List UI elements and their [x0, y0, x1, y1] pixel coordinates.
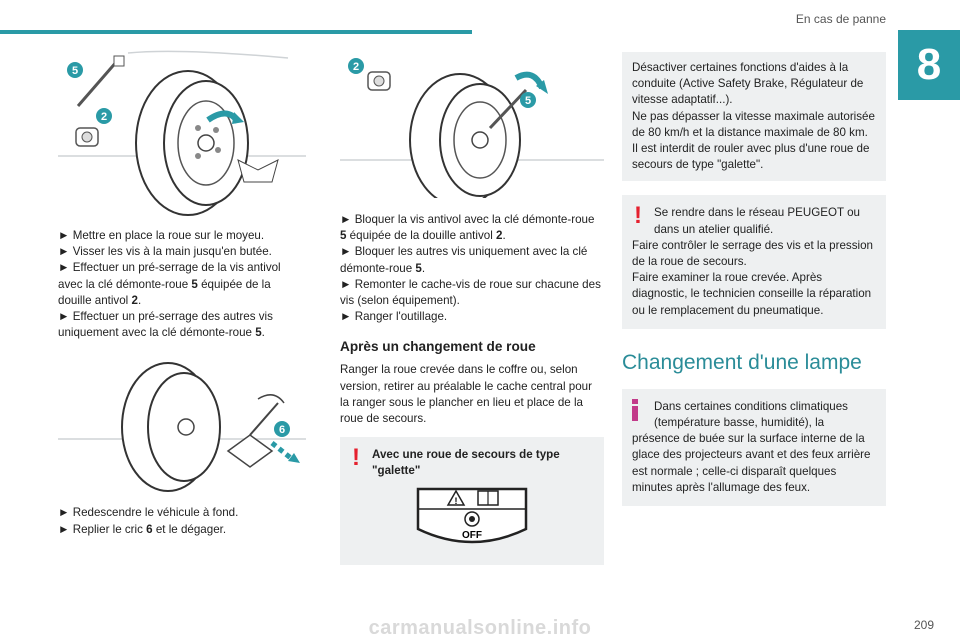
info-box-condensation: Dans certaines conditions climatiques (t…	[622, 388, 886, 507]
svg-text:5: 5	[525, 95, 531, 107]
svg-text:2: 2	[101, 111, 107, 123]
caution-triangle-icon	[446, 489, 466, 506]
step-tighten-1: ► Bloquer la vis antivol avec la clé dém…	[340, 213, 595, 243]
step-tighten-4: ► Ranger l'outillage.	[340, 310, 448, 324]
column-1: 5 2 ► Mettre en place la roue sur le moy…	[58, 48, 306, 538]
column-2: 2 5 ► Bloquer la vis antivol avec la clé…	[340, 48, 604, 566]
badge-5: 5	[67, 62, 83, 78]
chapter-tab: 8	[898, 30, 960, 100]
badge-6: 6	[274, 421, 290, 438]
step-lower-1: ► Redescendre le véhicule à fond.	[58, 506, 239, 520]
badge-2: 2	[96, 108, 112, 124]
watermark: carmanualsonline.info	[368, 617, 592, 639]
svg-text:OFF: OFF	[462, 530, 482, 541]
illustration-jack-lowering: 6	[58, 362, 306, 493]
svg-text:5: 5	[72, 65, 78, 77]
warning-icon: !	[352, 444, 360, 472]
header-rule	[0, 30, 472, 34]
spacesaver-sticker: ! OFF	[416, 487, 528, 544]
svg-text:6: 6	[279, 424, 285, 436]
illustration-wheel-tightening: 2 5	[340, 58, 604, 198]
info-icon	[632, 398, 638, 421]
step-mount-1: ► Mettre en place la roue sur le moyeu.	[58, 229, 265, 242]
step-mount-2: ► Visser les vis à la main jusqu'en buté…	[58, 245, 272, 259]
step-tighten-3: ► Remonter le cache-vis de roue sur chac…	[340, 277, 601, 308]
illustration-wheel-mounting: 5 2	[58, 48, 306, 218]
section-heading-lamp: Changement d'une lampe	[622, 350, 862, 374]
warning-box-spacesaver: ! Avec une roue de secours de type "gale…	[340, 437, 604, 566]
svg-text:2: 2	[353, 61, 359, 73]
page-number: 209	[913, 618, 934, 632]
condensation-lead: Dans certaines conditions climatiques (t…	[654, 399, 848, 430]
restrictions-text: Désactiver certaines fonctions d'aides à…	[632, 61, 875, 172]
steps-mount: ► Mettre en place la roue sur le moyeu. …	[58, 228, 306, 341]
info-box-restrictions: Désactiver certaines fonctions d'aides à…	[622, 52, 886, 182]
paragraph-store-wheel: Ranger la roue crevée dans le coffre ou,…	[340, 363, 592, 426]
step-lower-2: ► Replier le cric 6 et le dégager.	[58, 522, 227, 536]
steps-lower: ► Redescendre le véhicule à fond. ► Repl…	[58, 505, 306, 537]
steps-tighten: ► Bloquer la vis antivol avec la clé dém…	[340, 212, 604, 325]
svg-text:!: !	[455, 496, 458, 506]
dealer-text: Faire contrôler le serrage des vis et la…	[632, 238, 874, 317]
subheading-after-change: Après un changement de roue	[340, 339, 536, 355]
condensation-text: présence de buée sur la surface interne …	[632, 432, 871, 494]
dealer-lead: Se rendre dans le réseau PEUGEOT ou dans…	[654, 206, 861, 236]
badge-2: 2	[348, 58, 364, 74]
safety-brake-icon	[464, 511, 480, 527]
step-mount-3: ► Effectuer un pré-serrage de la vis ant…	[58, 261, 281, 307]
column-3: Désactiver certaines fonctions d'aides à…	[622, 52, 886, 507]
section-title: En cas de panne	[795, 12, 886, 26]
warning-box-dealer: ! Se rendre dans le réseau PEUGEOT ou da…	[622, 195, 886, 329]
warning-lead: Avec une roue de secours de type "galett…	[372, 448, 560, 478]
step-mount-4: ► Effectuer un pré-serrage des autres vi…	[58, 310, 273, 340]
step-tighten-2: ► Bloquer les autres vis uniquement avec…	[340, 245, 588, 275]
warning-icon: !	[634, 202, 642, 230]
badge-5: 5	[520, 92, 536, 108]
